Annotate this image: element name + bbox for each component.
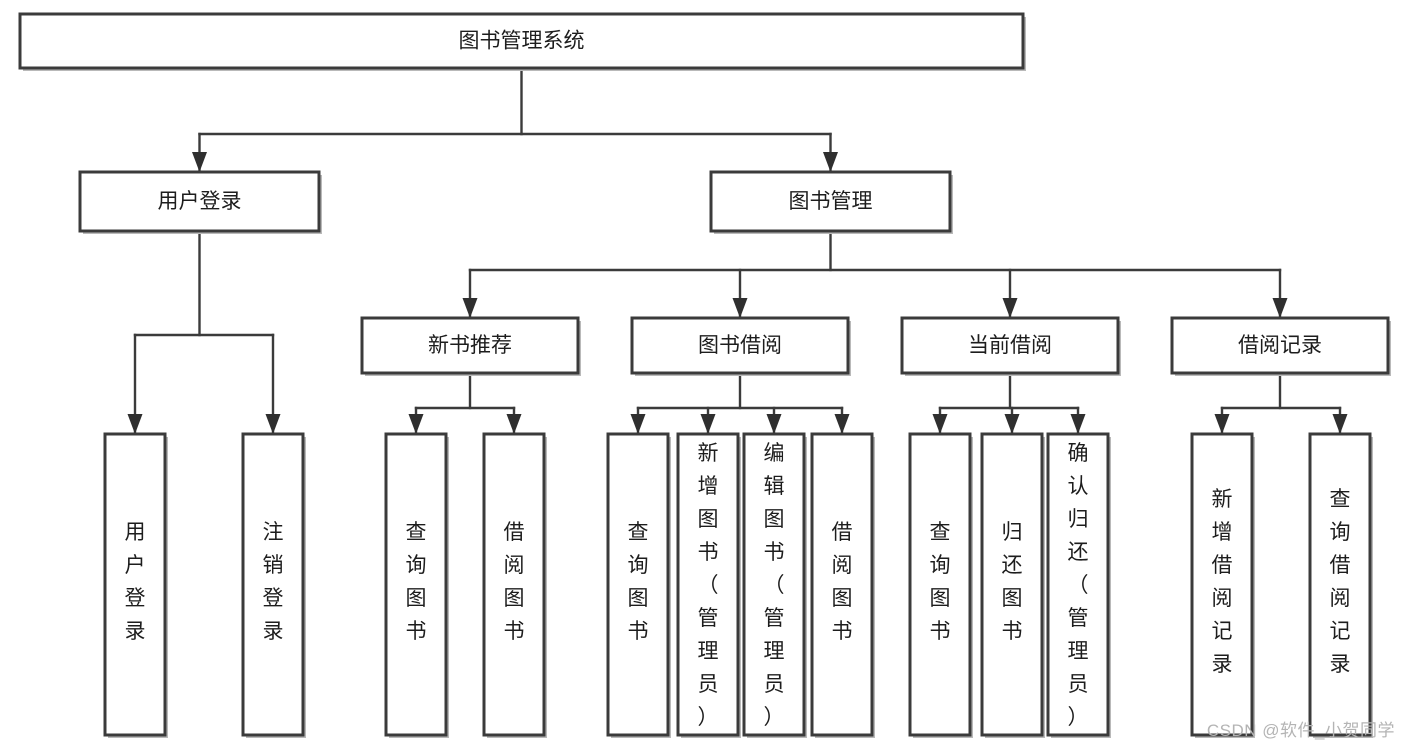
arrow-head-icon	[1002, 298, 1018, 318]
arrow-head-icon	[462, 298, 478, 318]
arrow-head-icon	[630, 414, 646, 434]
node-user-login-do[interactable]: 用户登录	[103, 432, 168, 738]
node-current-borrow[interactable]: 当前借阅	[900, 316, 1121, 376]
arrow-head-icon	[932, 414, 948, 434]
node-label: 当前借阅	[968, 334, 1052, 357]
node-label: 归还图书	[1002, 521, 1023, 643]
node-label: 借阅图书	[504, 521, 525, 643]
node-user-login[interactable]: 用户登录	[78, 170, 322, 234]
node-borrow-book-1[interactable]: 借阅图书	[482, 432, 547, 738]
node-label: 编辑图书（管理员）	[764, 442, 785, 729]
node-label: 新增借阅记录	[1212, 488, 1233, 676]
node-label: 查询图书	[930, 521, 951, 643]
arrow-head-icon	[127, 414, 143, 434]
node-book-manage[interactable]: 图书管理	[709, 170, 953, 234]
node-new-book-recommend[interactable]: 新书推荐	[360, 316, 581, 376]
node-borrow-record[interactable]: 借阅记录	[1170, 316, 1391, 376]
arrow-head-icon	[1272, 298, 1288, 318]
node-label: 查询图书	[406, 521, 427, 643]
node-label: 确认归还（管理员）	[1068, 442, 1089, 729]
arrow-head-icon	[1070, 414, 1086, 434]
node-add-book-admin[interactable]: 新增图书（管理员）	[676, 432, 741, 738]
node-label: 查询图书	[628, 521, 649, 643]
node-confirm-return-admin[interactable]: 确认归还（管理员）	[1046, 432, 1111, 738]
node-edit-book-admin[interactable]: 编辑图书（管理员）	[742, 432, 807, 738]
watermark-label: CSDN @软件_小贺同学	[1206, 721, 1395, 740]
node-label: 图书借阅	[698, 334, 782, 357]
node-add-borrow-record[interactable]: 新增借阅记录	[1190, 432, 1255, 738]
arrow-head-icon	[265, 414, 281, 434]
arrow-head-icon	[766, 414, 782, 434]
node-query-book-3[interactable]: 查询图书	[908, 432, 973, 738]
arrow-head-icon	[1214, 414, 1230, 434]
node-query-book-1[interactable]: 查询图书	[384, 432, 449, 738]
arrow-head-icon	[506, 414, 522, 434]
node-label: 借阅记录	[1238, 334, 1322, 357]
node-query-borrow-record[interactable]: 查询借阅记录	[1308, 432, 1373, 738]
node-borrow-book-2[interactable]: 借阅图书	[810, 432, 875, 738]
node-label: 借阅图书	[832, 521, 853, 643]
node-label: 新增图书（管理员）	[698, 442, 719, 729]
arrow-head-icon	[1332, 414, 1348, 434]
arrow-head-icon	[700, 414, 716, 434]
arrow-head-icon	[1004, 414, 1020, 434]
node-label: 新书推荐	[428, 334, 512, 357]
node-label: 查询借阅记录	[1330, 488, 1351, 676]
arrow-head-icon	[192, 152, 207, 172]
arrow-head-icon	[823, 152, 838, 172]
node-user-logout[interactable]: 注销登录	[241, 432, 306, 738]
arrow-head-icon	[732, 298, 748, 318]
node-label: 用户登录	[158, 190, 242, 213]
node-query-book-2[interactable]: 查询图书	[606, 432, 671, 738]
node-label: 注销登录	[263, 521, 284, 643]
node-root[interactable]: 图书管理系统	[18, 12, 1026, 71]
node-book-borrow[interactable]: 图书借阅	[630, 316, 851, 376]
arrow-head-icon	[834, 414, 850, 434]
node-label: 图书管理系统	[459, 30, 585, 53]
arrow-head-icon	[408, 414, 424, 434]
node-label: 图书管理	[789, 190, 873, 213]
node-label: 用户登录	[125, 521, 146, 643]
node-return-book[interactable]: 归还图书	[980, 432, 1045, 738]
